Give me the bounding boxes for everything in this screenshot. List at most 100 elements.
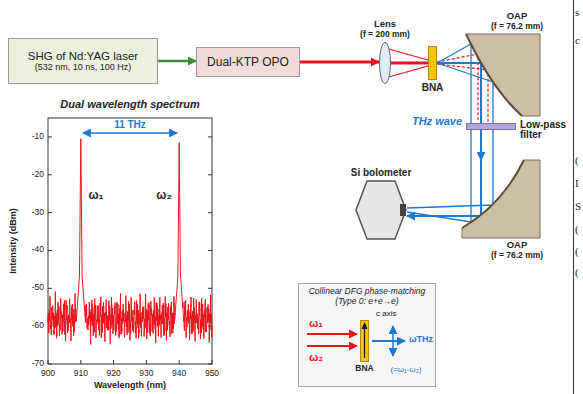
axis-tick: 930 (139, 369, 153, 378)
si-bolometer: Si bolometer (355, 180, 407, 240)
plot-frame (48, 118, 212, 364)
part-label: (f = 200 mm) (360, 30, 410, 40)
beam-connector (437, 62, 462, 64)
peak-label: ω₂ (156, 189, 171, 202)
spacing-arrow (83, 132, 177, 134)
axis-tick: -40 (32, 246, 44, 255)
shape-outline (360, 320, 369, 362)
peak-label: ω₁ (88, 189, 103, 202)
axis-tick: -20 (32, 170, 44, 179)
thz-arrow (372, 340, 405, 342)
beam-connector (158, 60, 196, 63)
part-label: Si bolometer (351, 167, 412, 179)
axis-tick: -10 (32, 132, 44, 141)
mirror-face (462, 160, 524, 228)
beam-connector (407, 215, 462, 217)
axis-tick: 950 (205, 369, 219, 378)
low-pass-filter: Low-pass filter (466, 123, 516, 130)
axis-title: Wavelength (nm) (94, 381, 166, 391)
box-text: (Type 0: e+e→e) (335, 296, 398, 306)
cut-off-text: s (575, 6, 579, 18)
y-tick (208, 250, 212, 251)
pump-arrow (307, 345, 357, 347)
beam-connector (480, 116, 482, 123)
x-tick (80, 360, 81, 364)
caption: OAP(f = 76.2 mm) (491, 11, 543, 32)
part-label: (f = 76.2 mm) (491, 22, 543, 32)
cut-off-text: ( (575, 154, 579, 166)
shape-outline (462, 34, 540, 116)
x-tick (48, 360, 49, 364)
signal-label: ωTHz (409, 335, 433, 345)
detector-housing (356, 181, 406, 239)
shape-outline (466, 123, 516, 130)
y-tick (48, 174, 52, 175)
oap-mirror: OAP(f = 76.2 mm) (462, 34, 540, 116)
oap-mirror: OAP(f = 76.2 mm) (462, 160, 540, 238)
text-area: Dual-KTP OPO (197, 48, 299, 76)
part-label: Low-pass filter (520, 119, 570, 140)
cut-off-text: ( (575, 245, 579, 257)
opo-box: Dual-KTP OPO (196, 47, 300, 77)
beam-connector (300, 61, 379, 64)
x-tick (179, 360, 180, 364)
page-divider (573, 0, 574, 394)
part-label: BNA (355, 364, 373, 374)
y-tick (48, 288, 52, 289)
y-tick (48, 364, 52, 365)
x-tick (212, 360, 213, 364)
laser-box: SHG of Nd:YAG laser(532 nm, 10 ns, 100 H… (8, 38, 158, 84)
y-tick (48, 250, 52, 251)
spectrum-chart (48, 118, 212, 364)
cut-off-text: ( (575, 266, 579, 278)
caption: Low-pass filter (520, 119, 570, 140)
box-text: (532 nm, 10 ns, 100 Hz) (35, 62, 132, 72)
beam-connector (391, 62, 428, 65)
axis-tick: 910 (74, 369, 88, 378)
lens-outline (380, 43, 391, 84)
beam-label: THz wave (412, 115, 462, 127)
axis-tick: 940 (172, 369, 186, 378)
y-tick (208, 288, 212, 289)
box-text: Dual-KTP OPO (207, 55, 289, 69)
signal-label: ω₂ (309, 351, 323, 363)
y-tick (208, 212, 212, 213)
part-label: OAP (491, 11, 543, 22)
axis-arrowhead (362, 322, 368, 329)
mirror-face (466, 34, 522, 116)
cut-off-text: I (575, 177, 579, 189)
y-tick (48, 212, 52, 213)
axis-tick: -30 (32, 208, 44, 217)
axis-label: c axis (376, 310, 396, 319)
part-label: OAP (491, 240, 543, 251)
y-tick (208, 174, 212, 175)
residual-pump (437, 64, 488, 122)
y-tick (48, 136, 52, 137)
mirror-body (466, 34, 540, 116)
pump-arrow (307, 333, 357, 335)
axis-tick: -60 (32, 321, 44, 330)
cut-off-text: c (575, 34, 580, 46)
crystal-outline (429, 47, 437, 80)
thz-beam (437, 44, 471, 63)
caption: BNA (422, 82, 444, 94)
shape-outline (462, 160, 540, 238)
y-tick (208, 136, 212, 137)
thz-beam (407, 44, 471, 222)
caption: OAP(f = 76.2 mm) (491, 240, 543, 261)
spacing-label: 11 THz (114, 119, 146, 130)
cut-off-text: S (575, 200, 581, 212)
part-label: BNA (422, 82, 444, 94)
axis-arrow (364, 328, 365, 358)
x-tick (113, 360, 114, 364)
text-area: SHG of Nd:YAG laser(532 nm, 10 ns, 100 H… (9, 39, 157, 83)
box-text: SHG of Nd:YAG laser (28, 50, 138, 62)
mirror-body (462, 160, 540, 238)
spectrum-trace (48, 139, 212, 345)
detector-window (400, 204, 406, 216)
caption: BNA (355, 364, 373, 374)
caption: Si bolometer (351, 167, 412, 179)
shape-outline (355, 180, 407, 240)
shape-outline (428, 46, 437, 80)
